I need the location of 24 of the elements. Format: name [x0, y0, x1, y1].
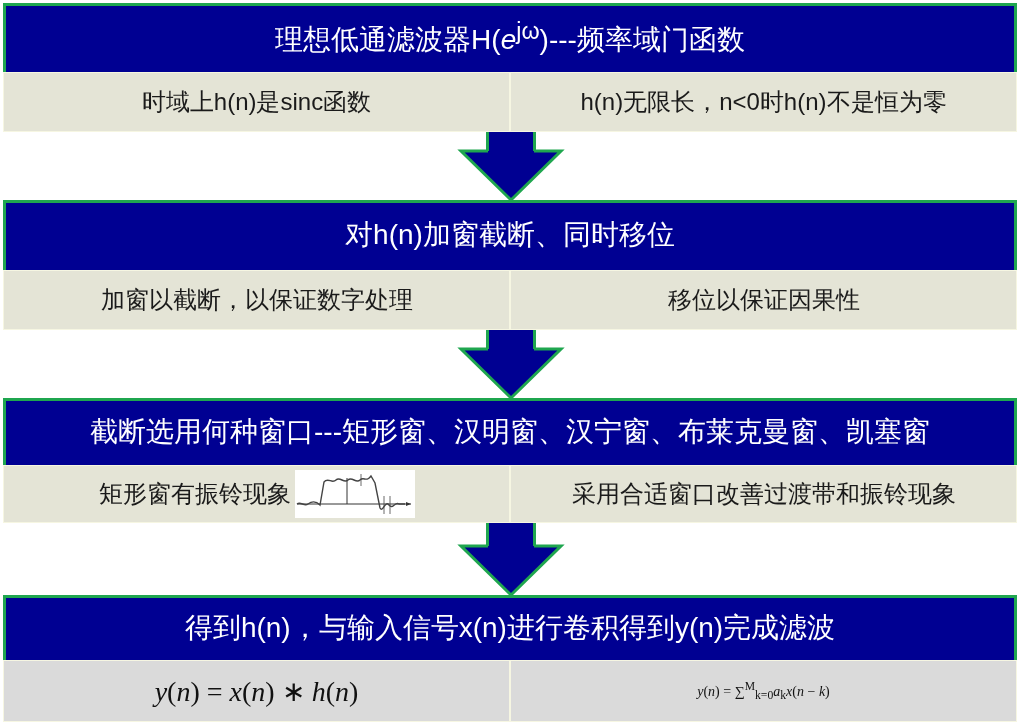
- formula-text: y(n) = x(n) ∗ h(n): [154, 674, 359, 708]
- stage-heading: 对h(n)加窗截断、同时移位: [345, 218, 675, 252]
- content-cell: [3, 270, 510, 330]
- cell-text: 时域上h(n)是sinc函数: [141, 87, 372, 117]
- content-cell: [510, 465, 1017, 523]
- cell-text: 移位以保证因果性: [667, 285, 860, 315]
- cell-text: 加窗以截断，以保证数字处理: [100, 285, 413, 315]
- content-cell: [3, 72, 510, 132]
- stage-panel: [3, 3, 1017, 132]
- content-cell: [510, 660, 1017, 722]
- content-cell: [3, 660, 510, 722]
- formula-text: y(n) = ∑$^{M}$$_{k=0}$a$_{k}$x(n − k): [697, 679, 830, 703]
- stage-panel: [3, 398, 1017, 523]
- stage-heading: 截断选用何种窗口---矩形窗、汉明窗、汉宁窗、布莱克曼窗、凯塞窗: [90, 414, 930, 449]
- content-cell: [510, 72, 1017, 132]
- stage-panel: [3, 200, 1017, 330]
- content-cell: [3, 465, 510, 523]
- cell-text: 采用合适窗口改善过渡带和振铃现象: [571, 479, 956, 509]
- stage-panel: [3, 595, 1017, 722]
- stage-heading: 得到h(n)，与输入信号x(n)进行卷积得到y(n)完成滤波: [184, 610, 836, 645]
- content-cell: [510, 270, 1017, 330]
- cell-text: 矩形窗有振铃现象: [98, 479, 291, 509]
- stage-heading: 理想低通滤波器H(e$^{jω}$)---频率域门函数: [275, 18, 745, 57]
- cell-text: h(n)无限长，n<0时h(n)不是恒为零: [580, 87, 947, 117]
